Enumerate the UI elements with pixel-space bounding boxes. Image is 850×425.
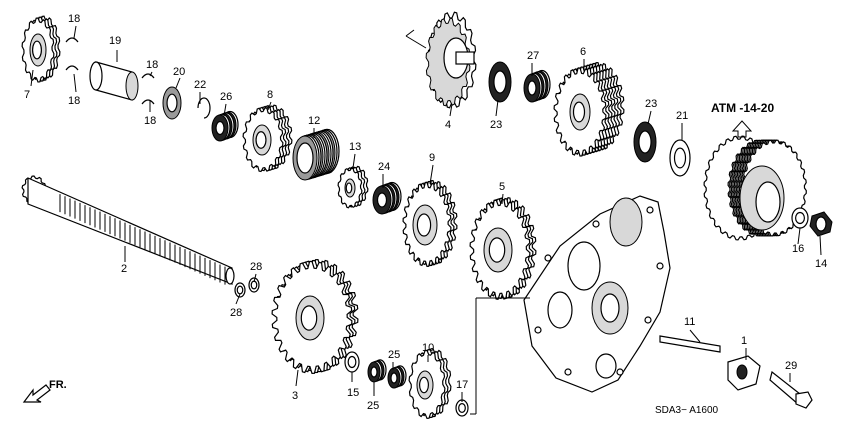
washer-28 xyxy=(248,277,260,293)
washer-15 xyxy=(344,351,360,373)
callout-28[interactable]: 28 xyxy=(230,307,242,319)
diagram-code: SDA3− A1600 xyxy=(655,405,719,416)
callout-29[interactable]: 29 xyxy=(785,360,797,372)
cotter-18 xyxy=(141,99,155,105)
callout-11[interactable]: 11 xyxy=(684,316,695,328)
callout-2[interactable]: 2 xyxy=(121,263,127,275)
front-direction-indicator: FR. xyxy=(22,379,67,403)
washer-16 xyxy=(791,207,809,229)
washer-17 xyxy=(455,399,469,417)
callout-18[interactable]: 18 xyxy=(68,95,80,107)
callout-labels: 7 18 18 18 18 19 20 22 26 8 12 13 24 9 4… xyxy=(24,13,827,412)
bearing-24 xyxy=(372,181,402,215)
callout-18[interactable]: 18 xyxy=(146,59,158,71)
callout-22[interactable]: 22 xyxy=(194,79,206,91)
washer-28 xyxy=(234,282,246,298)
callout-3[interactable]: 3 xyxy=(292,390,298,402)
direction-label: FR. xyxy=(49,379,67,391)
callout-21[interactable]: 21 xyxy=(676,110,688,122)
callout-27[interactable]: 27 xyxy=(527,50,539,62)
callout-28[interactable]: 28 xyxy=(250,261,262,273)
gear-6 xyxy=(553,61,625,157)
callout-17[interactable]: 17 xyxy=(456,379,468,391)
callout-1[interactable]: 1 xyxy=(741,335,747,347)
callout-26[interactable]: 26 xyxy=(220,91,232,103)
gear-7 xyxy=(21,15,61,83)
callout-4[interactable]: 4 xyxy=(445,119,451,131)
callout-8[interactable]: 8 xyxy=(267,89,273,101)
callout-19[interactable]: 19 xyxy=(109,35,121,47)
thrust-washer-23 xyxy=(633,121,657,163)
callout-23[interactable]: 23 xyxy=(490,119,502,131)
callout-13[interactable]: 13 xyxy=(349,141,361,153)
callout-20[interactable]: 20 xyxy=(173,66,185,78)
cotter-18 xyxy=(141,73,155,79)
bracket-1 xyxy=(727,355,761,391)
callout-18[interactable]: 18 xyxy=(68,13,80,25)
callout-23[interactable]: 23 xyxy=(645,98,657,110)
callout-5[interactable]: 5 xyxy=(499,181,505,193)
needle-bearing-26 xyxy=(211,110,239,142)
gear-3 xyxy=(271,258,359,375)
callout-25[interactable]: 25 xyxy=(367,400,379,412)
gear-10 xyxy=(408,347,452,420)
transmission-cover xyxy=(523,195,671,393)
gear-9 xyxy=(402,179,458,268)
callout-6[interactable]: 6 xyxy=(580,46,586,58)
sleeve-19 xyxy=(89,61,139,101)
callout-9[interactable]: 9 xyxy=(429,152,435,164)
needle-bearing-27 xyxy=(523,69,551,103)
snap-ring-22 xyxy=(197,97,211,119)
seal-20 xyxy=(162,86,182,120)
leader-lines xyxy=(30,25,822,415)
callout-25[interactable]: 25 xyxy=(388,349,400,361)
thrust-washer-23 xyxy=(488,61,512,103)
callout-7[interactable]: 7 xyxy=(24,89,30,101)
nut-14 xyxy=(809,211,833,237)
part-drawings xyxy=(21,11,833,420)
callout-15[interactable]: 15 xyxy=(347,387,359,399)
callout-12[interactable]: 12 xyxy=(308,115,320,127)
callout-18[interactable]: 18 xyxy=(144,115,156,127)
callout-14[interactable]: 14 xyxy=(815,258,827,270)
parking-gear-4 xyxy=(425,11,477,109)
thrust-washer-21 xyxy=(669,139,691,177)
gear-13 xyxy=(337,165,369,209)
cotter-18 xyxy=(65,65,79,71)
pipe-11 xyxy=(659,335,721,353)
gear-5 xyxy=(469,197,537,300)
gear-8 xyxy=(242,104,293,173)
callout-24[interactable]: 24 xyxy=(378,161,390,173)
bolt-29 xyxy=(769,370,813,409)
mainshaft-2 xyxy=(21,175,235,285)
needle-bearing-25 xyxy=(387,365,407,389)
front-arrow-icon xyxy=(22,384,51,403)
reference-label[interactable]: ATM -14-20 xyxy=(711,101,774,115)
needle-bearing-25 xyxy=(367,359,387,383)
callout-16[interactable]: 16 xyxy=(792,243,804,255)
sleeve-12 xyxy=(292,128,340,181)
up-arrow-icon xyxy=(731,120,753,138)
clutch-drum xyxy=(703,135,807,241)
cotter-18 xyxy=(65,37,79,43)
reference-atm-14-20[interactable]: ATM -14-20 xyxy=(711,101,774,138)
callout-10[interactable]: 10 xyxy=(422,342,434,354)
